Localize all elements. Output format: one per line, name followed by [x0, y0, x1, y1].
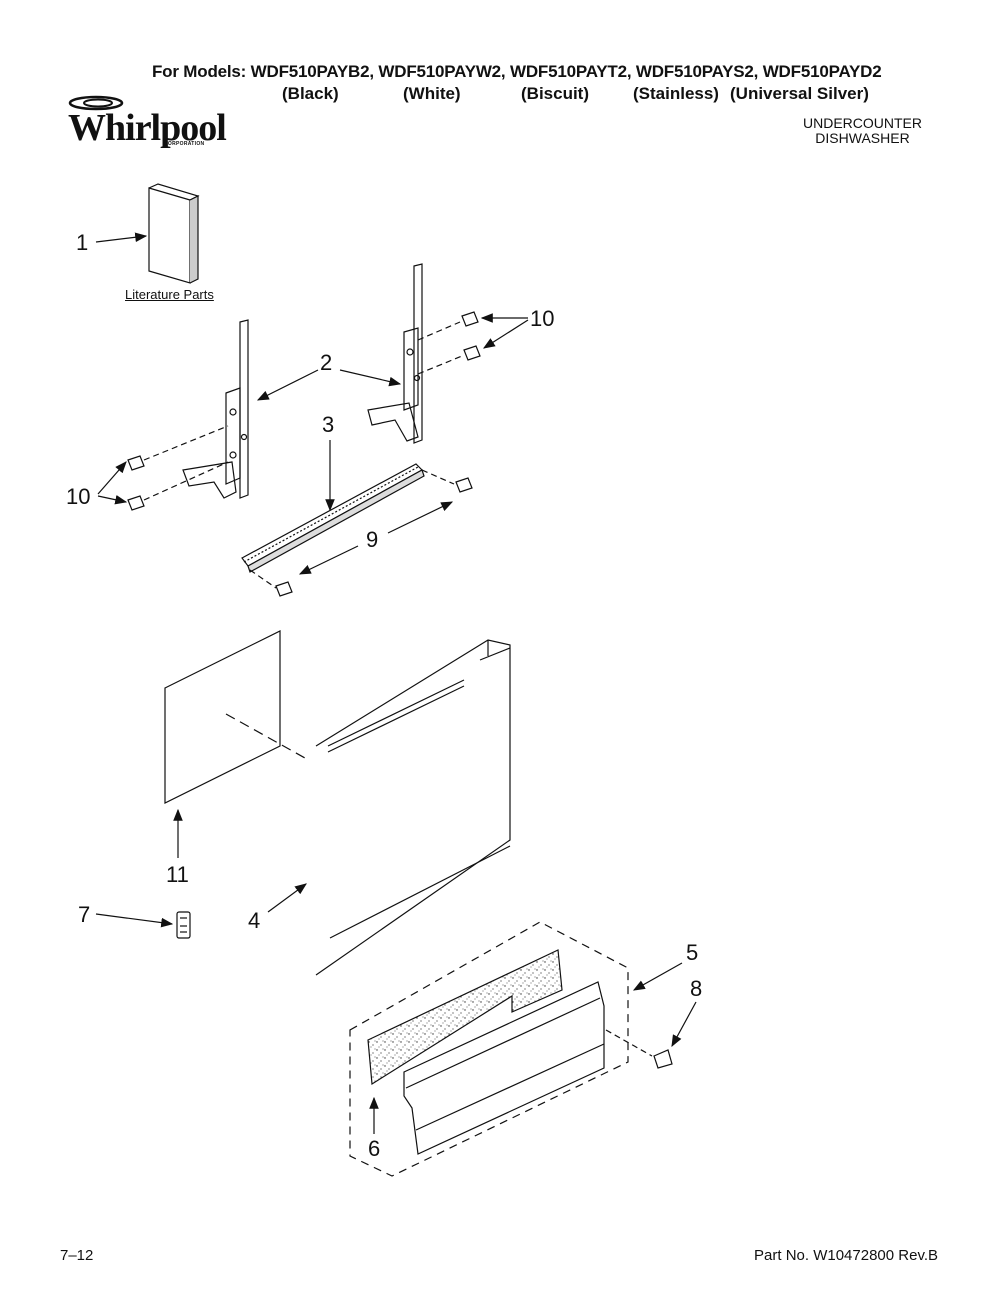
literature-parts-label: Literature Parts [125, 287, 214, 302]
callout-8: 8 [690, 976, 703, 1001]
literature-book [148, 183, 200, 284]
leader-2a [256, 369, 319, 401]
screw-8 [605, 1029, 673, 1069]
access-panel [403, 981, 605, 1155]
callout-6: 6 [368, 1136, 381, 1161]
callout-4: 4 [248, 908, 261, 933]
leader-10a [97, 461, 127, 495]
leader-2b [339, 369, 402, 387]
access-panel-group [349, 921, 629, 1177]
screws-10-right [417, 311, 481, 375]
callout-10-left: 10 [66, 484, 91, 509]
color-stainless: (Stainless) [633, 84, 719, 103]
hinge-bracket-left [182, 319, 249, 499]
page-number: 7–12 [60, 1247, 94, 1264]
callout-10-right: 10 [530, 306, 555, 331]
leader-9b [298, 545, 359, 575]
leader-4 [267, 883, 307, 913]
callout-2: 2 [320, 350, 333, 375]
part-number: Part No. W10472800 Rev.B [754, 1247, 938, 1264]
product-type-line2: DISHWASHER [815, 130, 910, 146]
swirl-icon [68, 95, 124, 111]
leader-7 [95, 913, 174, 928]
callout-3: 3 [322, 412, 335, 437]
callout-11: 11 [166, 862, 189, 887]
leader-10d [482, 319, 529, 349]
brand-corporation: CORPORATION [164, 141, 205, 147]
callout-7: 7 [78, 902, 91, 927]
insulation-pad [367, 949, 563, 1086]
callout-1: 1 [76, 230, 89, 255]
color-black: (Black) [282, 84, 339, 103]
door-clip [176, 911, 191, 939]
color-biscuit: (Biscuit) [521, 84, 589, 103]
leader-9a [387, 501, 454, 534]
door-trim-rail [241, 463, 425, 573]
brand-logo: Whirlpool CORPORATION [68, 95, 227, 152]
models-line: For Models: WDF510PAYB2, WDF510PAYW2, WD… [152, 62, 882, 81]
callout-9: 9 [366, 527, 379, 552]
screws-9 [249, 469, 473, 597]
product-type-line1: UNDERCOUNTER [803, 115, 922, 131]
screws-10-left [127, 425, 229, 511]
leader-10b [97, 495, 128, 505]
brand-wordmark: Whirlpool [68, 107, 227, 149]
hinge-bracket-right [367, 263, 423, 444]
door-panel-insert [164, 630, 306, 804]
color-universal-silver: (Universal Silver) [730, 84, 869, 103]
outer-door-panel [315, 639, 511, 976]
callout-5: 5 [686, 940, 699, 965]
color-white: (White) [403, 84, 461, 103]
leader-5 [632, 962, 683, 991]
leader-1 [95, 232, 148, 243]
product-type: UNDERCOUNTER DISHWASHER [803, 116, 922, 146]
leader-8 [671, 1001, 697, 1048]
